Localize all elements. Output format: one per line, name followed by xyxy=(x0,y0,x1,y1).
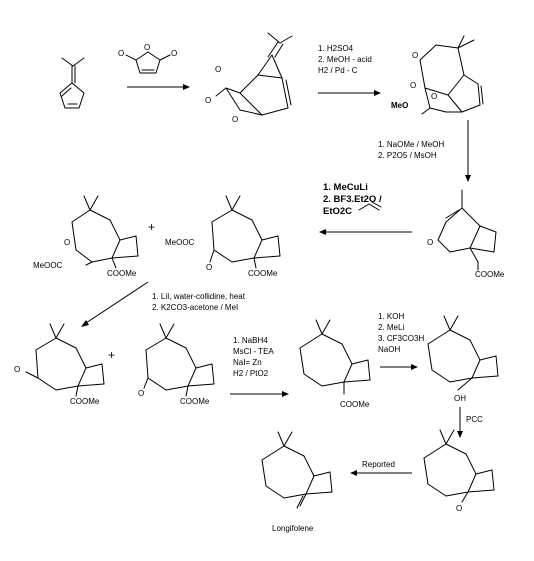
ester-o: O xyxy=(431,92,437,101)
alcohol-f-molecule: OH xyxy=(427,315,499,403)
ketone-c-o: O xyxy=(14,365,20,374)
product-name: Longifolene xyxy=(272,524,314,533)
ketoester-b-meooc: MeOOC xyxy=(165,238,195,247)
adduct-o-top: O xyxy=(215,65,221,74)
ketone-c-coome: COOMe xyxy=(70,397,100,406)
reagent-2-1: 1. NaOMe / MeOH xyxy=(378,140,444,149)
ketone-g-molecule: O xyxy=(423,429,495,513)
reagent-4-1: 1. LiI, water-collidine, heat xyxy=(152,292,246,301)
reagent-5-3: NaI= Zn xyxy=(233,358,262,367)
reagents-step-4: 1. LiI, water-collidine, heat 2. K2CO3-a… xyxy=(152,292,246,312)
reagent-6-2: 2. MeLi xyxy=(378,323,404,332)
ketoester-b-o: O xyxy=(206,263,212,272)
reagent-3-1: 1. MeCuLi xyxy=(323,182,368,193)
plus-2: + xyxy=(108,348,115,362)
diels-alder-adduct-molecule: O O O xyxy=(205,32,293,124)
reagent-3-2: 2. BF3.Et2O / xyxy=(323,194,382,205)
ketone-c-molecule: O COOMe xyxy=(14,323,105,406)
arrow-down-1 xyxy=(465,120,471,182)
reagents-step-1: 1. H2SO4 2. MeOH - acid H2 / Pd - C xyxy=(318,44,372,75)
reagents-step-5: 1. NaBH4 MsCl - TEA NaI= Zn H2 / PtO2 xyxy=(233,336,274,378)
adduct-o-bottom: O xyxy=(232,115,238,124)
reagents-step-2: 1. NaOMe / MeOH 2. P2O5 / MsOH xyxy=(378,140,444,160)
anhydride-o-left: O xyxy=(118,49,124,58)
ketoester-a-molecule: O MeOOC COOMe xyxy=(33,195,139,278)
ketone-d-coome: COOMe xyxy=(180,397,210,406)
reagent-1-3: H2 / Pd - C xyxy=(318,66,358,75)
ketoester-b-coome: COOMe xyxy=(248,269,278,278)
ketoester-a-o: O xyxy=(64,238,70,247)
alcohol-f-oh: OH xyxy=(454,394,466,403)
ketoester-a-meooc: MeOOC xyxy=(33,261,63,270)
ester-e-molecule: COOMe xyxy=(299,319,371,409)
reagent-1-2: 2. MeOH - acid xyxy=(318,55,372,64)
longifolene-molecule xyxy=(261,431,333,509)
enone-o: O xyxy=(427,238,433,247)
arrow-1 xyxy=(127,84,190,90)
enone-coome: COOMe xyxy=(475,270,505,279)
reagents-step-6: 1. KOH 2. MeLi 3. CF3CO3H NaOH xyxy=(378,312,424,354)
reagent-5-1: 1. NaBH4 xyxy=(233,336,268,345)
ketone-d-molecule: O COOMe xyxy=(138,323,215,406)
enone-molecule: O COOMe xyxy=(427,189,505,279)
reagent-3-3: EtO2C xyxy=(323,206,352,217)
arrow-left-1 xyxy=(319,229,412,235)
lactone-o-carbonyl: O xyxy=(410,81,416,90)
anhydride-o-right: O xyxy=(171,49,177,58)
meo-label: MeO xyxy=(391,101,408,110)
reagent-8-1: Reported xyxy=(362,460,395,469)
lactone-o: O xyxy=(412,51,418,60)
maleic-anhydride-molecule: O O O xyxy=(118,43,177,74)
arrow-2 xyxy=(318,90,381,96)
reagent-6-4: NaOH xyxy=(378,345,400,354)
reagent-1-1: 1. H2SO4 xyxy=(318,44,354,53)
ester-e-coome: COOMe xyxy=(340,400,370,409)
arrow-3 xyxy=(230,391,289,397)
arrow-diagonal xyxy=(81,281,149,327)
fulvene-molecule xyxy=(59,57,85,109)
reagent-5-2: MsCl - TEA xyxy=(233,347,274,356)
ketone-d-o: O xyxy=(138,389,144,398)
reagent-6-1: 1. KOH xyxy=(378,312,404,321)
plus-1: + xyxy=(148,220,155,234)
reagent-4-2: 2. K2CO3-acetone / MeI xyxy=(152,303,238,312)
ketoester-b-molecule: MeOOC O COOMe xyxy=(165,195,281,278)
arrow-down-2 xyxy=(457,407,463,438)
lactone-ester-molecule: O O O MeO xyxy=(391,35,484,115)
anhydride-o: O xyxy=(144,43,150,52)
reagent-5-4: H2 / PtO2 xyxy=(233,369,269,378)
reagent-7-1: PCC xyxy=(466,415,483,424)
ketone-g-o: O xyxy=(456,504,462,513)
reagent-2-2: 2. P2O5 / MsOH xyxy=(378,151,437,160)
ketoester-a-coome: COOMe xyxy=(107,269,137,278)
arrow-4 xyxy=(380,364,418,370)
adduct-o-ring: O xyxy=(205,96,211,105)
reagents-step-3: 1. MeCuLi 2. BF3.Et2O / EtO2C xyxy=(323,182,382,217)
arrow-left-2 xyxy=(350,470,412,476)
reagent-6-3: 3. CF3CO3H xyxy=(378,334,424,343)
